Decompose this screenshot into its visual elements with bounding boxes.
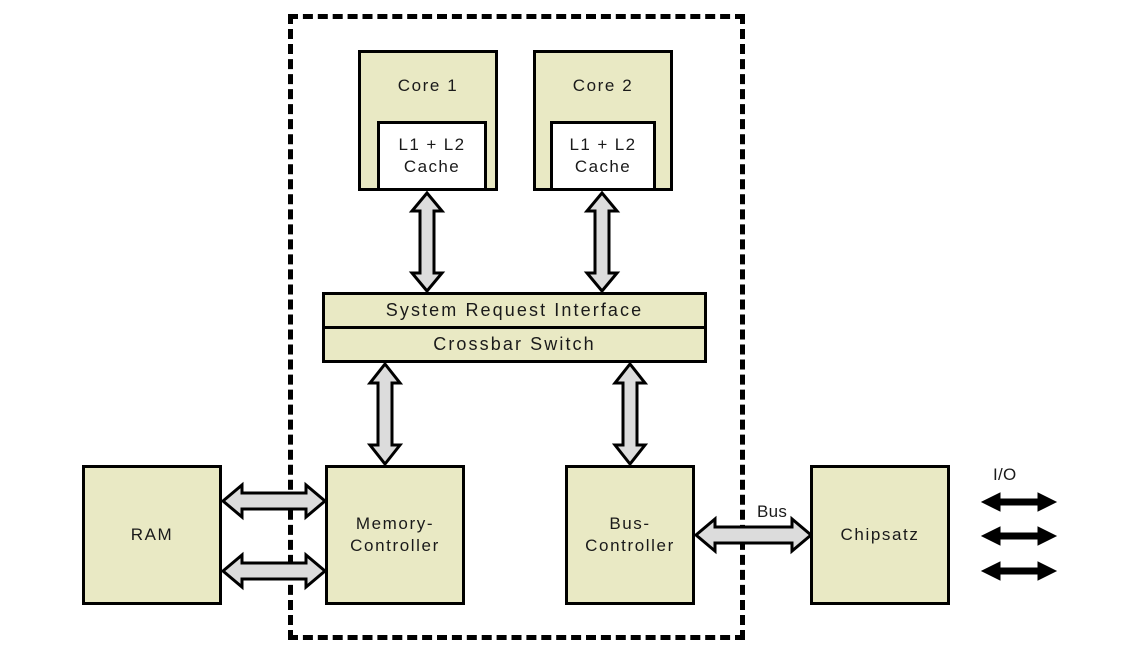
bus-connection-label: Bus xyxy=(757,502,788,521)
io-arrow-2 xyxy=(980,524,1058,553)
system-request-interface-label: System Request Interface xyxy=(385,300,644,320)
chipset-block[interactable]: Chipsatz xyxy=(810,465,950,605)
arrow-core1-to-sri xyxy=(408,190,446,294)
io-arrow-3 xyxy=(980,559,1058,588)
arrow-ram-to-memory-controller-lower xyxy=(220,551,328,591)
system-request-interface-row[interactable]: System Request Interface xyxy=(325,295,704,329)
arrow-ram-to-memory-controller-upper xyxy=(220,481,328,521)
core-2-cache-block[interactable]: L1 + L2 Cache xyxy=(550,121,656,191)
ram-label: RAM xyxy=(130,525,174,545)
arrow-bus-controller-to-chipset xyxy=(693,515,814,555)
core-1-cache-block[interactable]: L1 + L2 Cache xyxy=(377,121,487,191)
bus-controller-block[interactable]: Bus- Controller xyxy=(565,465,695,605)
memory-controller-block[interactable]: Memory- Controller xyxy=(325,465,465,605)
system-request-interface-crossbar-block: System Request Interface Crossbar Switch xyxy=(322,292,707,363)
arrow-core2-to-sri xyxy=(583,190,621,294)
crossbar-switch-label: Crossbar Switch xyxy=(433,334,596,354)
core-1-label: Core 1 xyxy=(397,76,459,95)
core-2-label: Core 2 xyxy=(572,76,634,95)
cpu-die-dashed-boundary xyxy=(288,14,745,640)
arrow-crossbar-to-bus-controller xyxy=(611,361,649,467)
arrow-crossbar-to-memory-controller xyxy=(366,361,404,467)
io-connection-label: I/O xyxy=(993,465,1017,484)
core-2-cache-label: L1 + L2 Cache xyxy=(569,135,637,176)
memory-controller-label: Memory- Controller xyxy=(350,514,440,555)
bus-controller-label: Bus- Controller xyxy=(585,514,675,555)
core-1-cache-label: L1 + L2 Cache xyxy=(398,135,466,176)
chipset-label: Chipsatz xyxy=(840,525,920,545)
io-arrow-1 xyxy=(980,490,1058,519)
ram-block[interactable]: RAM xyxy=(82,465,222,605)
crossbar-switch-row[interactable]: Crossbar Switch xyxy=(325,329,704,360)
